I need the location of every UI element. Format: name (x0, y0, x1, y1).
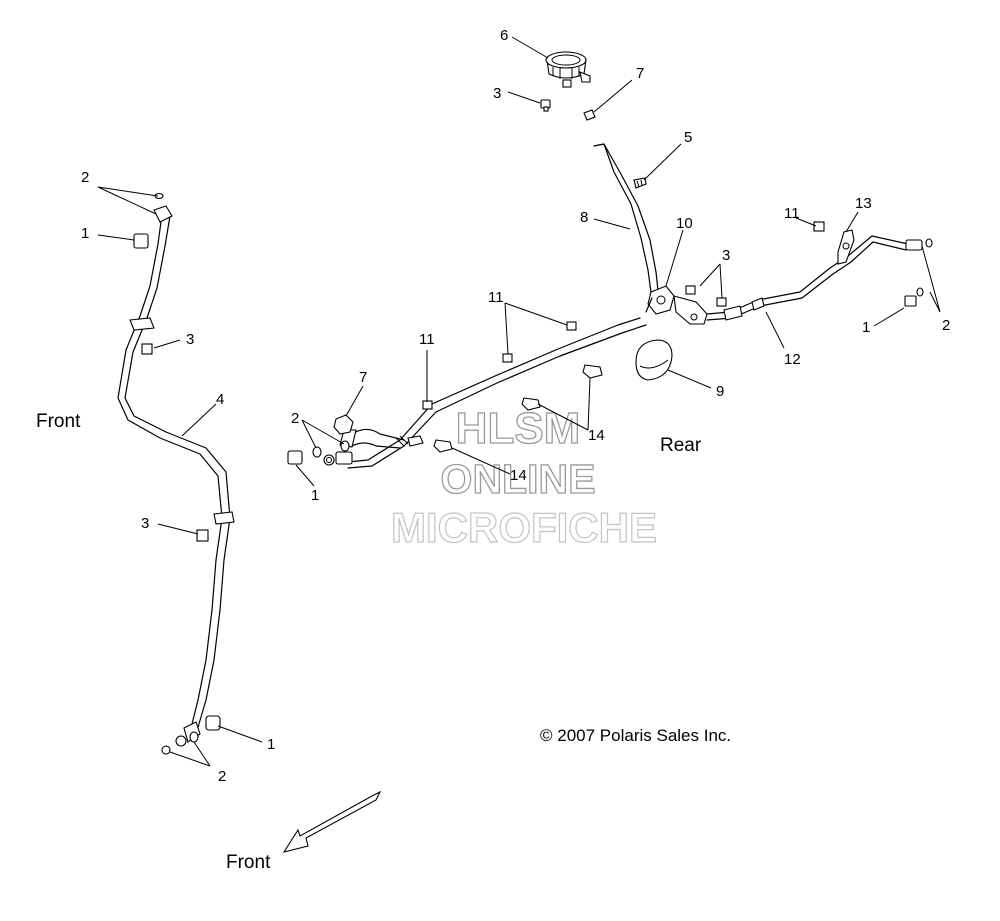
callout-1-topleft: 1 (81, 225, 89, 242)
rear-line-part-12 (706, 235, 909, 315)
callout-12: 12 (784, 351, 801, 368)
callout-14-b: 14 (510, 467, 527, 484)
front-hose-top-fitting (133, 192, 173, 249)
callout-9: 9 (716, 383, 724, 400)
label-front-arrow: Front (226, 852, 271, 873)
nut-part-7-left (333, 414, 354, 435)
front-hose-clamp-lower (196, 511, 235, 542)
watermark-line3: MICROFICHE (391, 504, 657, 551)
rear-fitting (904, 238, 933, 307)
label-rear: Rear (660, 435, 702, 456)
reservoir-part-6 (545, 51, 591, 88)
callout-13: 13 (855, 195, 872, 212)
banjo-bolt-part-1-mid (287, 440, 350, 465)
callout-1-mid: 1 (311, 487, 319, 504)
junction-part-10 (645, 285, 708, 325)
callout-1-bottom: 1 (267, 736, 275, 753)
callout-3: 3 (493, 85, 501, 102)
watermark-line2: ONLINE (441, 456, 596, 502)
fitting-part-11-b (422, 400, 433, 410)
bolt-part-3-top (540, 99, 551, 112)
callout-8: 8 (580, 209, 588, 226)
front-direction-arrow (282, 790, 382, 853)
callout-2-mid: 2 (291, 410, 299, 427)
clips-part-14 (407, 364, 603, 453)
copyright-text: © 2007 Polaris Sales Inc. (540, 726, 731, 745)
callout-3-left-a: 3 (186, 331, 194, 348)
callout-11-left: 11 (419, 331, 435, 348)
callout-3-left-b: 3 (141, 515, 149, 532)
bleeder-part-5 (633, 177, 647, 189)
callout-7: 7 (636, 65, 644, 82)
front-hose-bottom-fitting (161, 715, 221, 755)
watermark-line1: HLSM (456, 404, 581, 453)
callout-7-left: 7 (359, 369, 367, 386)
callout-2-topleft: 2 (81, 169, 89, 186)
fitting-part-7-top (583, 109, 596, 121)
fitting-part-11-a (502, 353, 513, 363)
callout-2-bottom: 2 (218, 768, 226, 785)
callout-5: 5 (684, 129, 692, 146)
callout-14-a: 14 (588, 427, 605, 444)
callout-11-right: 11 (784, 205, 800, 222)
bracket-part-13 (837, 229, 855, 265)
front-hose-part-4 (117, 213, 223, 733)
fitting-part-11-mid (566, 321, 577, 331)
callout-6: 6 (500, 27, 508, 44)
callout-1-right: 1 (862, 319, 870, 336)
fitting-part-11-right (813, 221, 825, 232)
label-front-left: Front (36, 411, 81, 432)
callout-3-right: 3 (722, 247, 730, 264)
line-fitting-left (323, 451, 353, 466)
front-hose-clamp-upper (129, 317, 155, 355)
central-brake-line (347, 317, 641, 463)
callout-2-right: 2 (942, 317, 950, 334)
callout-4: 4 (216, 391, 224, 408)
cap-part-9 (635, 339, 673, 381)
callout-numbers: 6 3 7 5 8 10 3 11 13 2 1 12 9 11 11 7 2 … (81, 27, 950, 785)
leader-lines (97, 36, 941, 767)
callout-10: 10 (676, 215, 693, 232)
callout-11-mid: 11 (488, 289, 504, 306)
